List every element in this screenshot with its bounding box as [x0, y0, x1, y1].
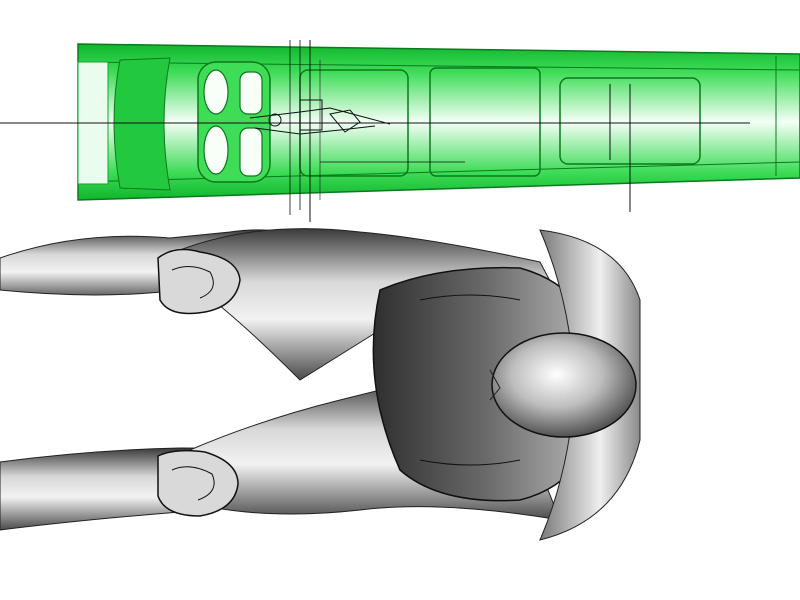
mechanism-icon: [249, 99, 391, 135]
hand-icon: [157, 248, 241, 315]
head-icon: [491, 332, 637, 438]
boat-hull-icon: [77, 43, 800, 201]
cockpit-openings: [197, 61, 271, 183]
hand-icon: [157, 449, 239, 517]
seated-figure-icon: [0, 228, 641, 541]
